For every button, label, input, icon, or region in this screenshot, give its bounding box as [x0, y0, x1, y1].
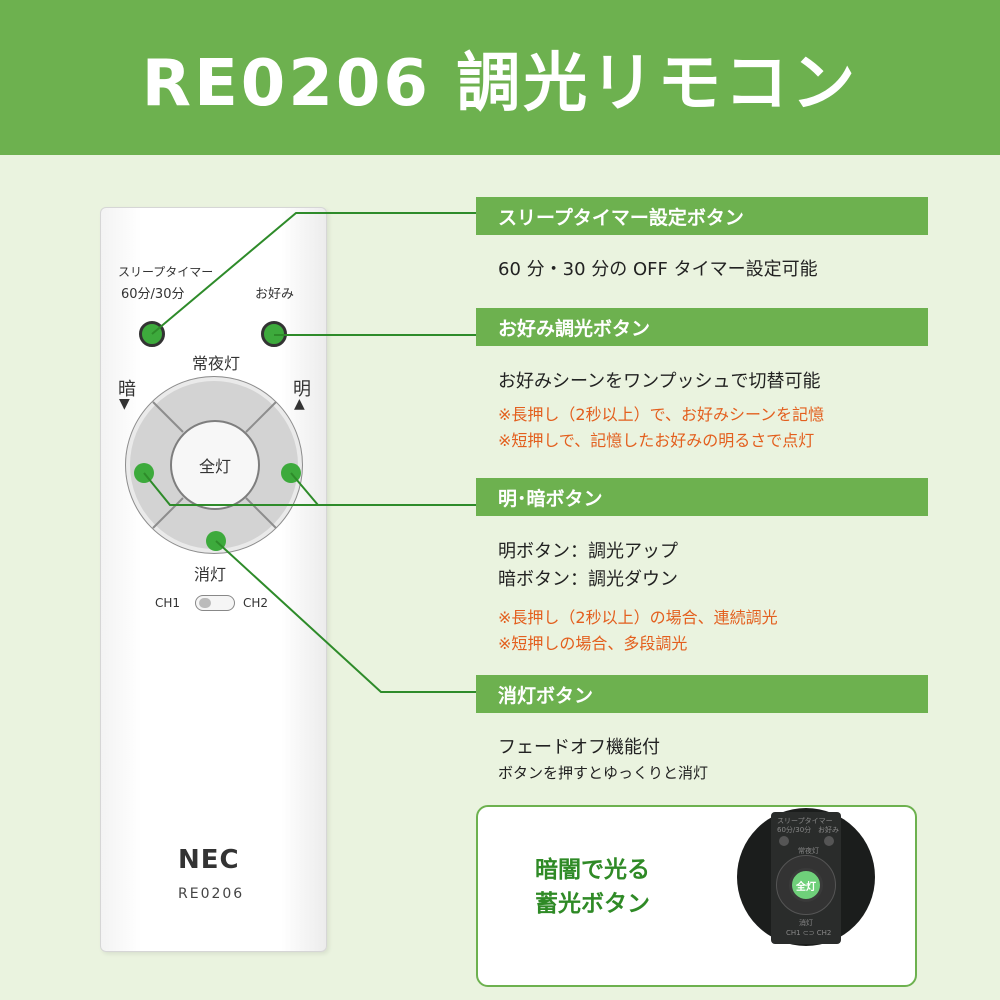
bright-dark-note-short-press: ※短押しの場合、多段調光 [498, 634, 688, 653]
glow-photo-fav-label: お好み [818, 826, 839, 834]
dark-label: 暗 [118, 379, 136, 400]
off-button[interactable] [206, 531, 226, 551]
favorite-note-long-press: ※長押し（2秒以上）で、お好みシーンを記憶 [498, 405, 825, 424]
off-heading: 消灯ボタン [476, 675, 928, 713]
sleep-timer-time-label: 60分/30分 [121, 287, 185, 302]
model-number: RE0206 [178, 886, 245, 902]
glow-photo-channel-label: CH1 ⊂⊃ CH2 [786, 929, 832, 937]
off-description-detail: ボタンを押すとゆっくりと消灯 [498, 764, 709, 782]
dark-description: 暗ボタン：調光ダウン [498, 569, 678, 590]
favorite-button[interactable] [261, 321, 287, 347]
favorite-description: お好みシーンをワンプッシュで切替可能 [498, 371, 821, 392]
glow-photo-off-label: 消灯 [799, 919, 813, 927]
sleep-timer-description: 60 分・30 分の OFF タイマー設定可能 [498, 259, 818, 280]
glow-photo-sleep-button [779, 836, 789, 846]
sleep-timer-button[interactable] [139, 321, 165, 347]
bright-button[interactable] [281, 463, 301, 483]
glow-photo-night-label: 常夜灯 [798, 847, 819, 855]
brand-logo: NEC [178, 845, 240, 875]
bright-label: 明 [293, 379, 311, 400]
night-light-label: 常夜灯 [192, 354, 241, 373]
glow-photo-fav-button [824, 836, 834, 846]
glow-photo-full-light-button: 全灯 [789, 868, 823, 902]
bright-dark-note-long-press: ※長押し（2秒以上）の場合、連続調光 [498, 608, 778, 627]
favorite-heading: お好み調光ボタン [476, 308, 928, 346]
bright-arrow-icon: ▲ [294, 396, 305, 412]
channel-switch[interactable] [195, 595, 235, 611]
dark-button[interactable] [134, 463, 154, 483]
glow-photo-time-label: 60分/30分 [777, 826, 812, 834]
glow-photo-sleep-label: スリープタイマー [777, 817, 833, 825]
page-title: RE0206 調光リモコン [141, 46, 859, 121]
header-banner: RE0206 調光リモコン [0, 0, 1000, 155]
bright-dark-heading: 明･暗ボタン [476, 478, 928, 516]
full-light-button[interactable]: 全灯 [170, 420, 260, 510]
sleep-timer-heading: スリープタイマー設定ボタン [476, 197, 928, 235]
ch1-label: CH1 [155, 596, 181, 610]
sleep-timer-label: スリープタイマー [118, 265, 214, 279]
favorite-label: お好み [255, 287, 295, 302]
off-label: 消灯 [194, 565, 227, 584]
dark-arrow-icon: ▼ [119, 396, 130, 412]
off-description: フェードオフ機能付 [498, 737, 660, 758]
ch2-label: CH2 [243, 596, 269, 610]
bright-description: 明ボタン：調光アップ [498, 541, 678, 562]
glow-feature-line2: 蓄光ボタン [535, 891, 650, 917]
glow-feature-line1: 暗闇で光る [535, 857, 650, 883]
favorite-note-short-press: ※短押しで、記憶したお好みの明るさで点灯 [498, 431, 815, 450]
